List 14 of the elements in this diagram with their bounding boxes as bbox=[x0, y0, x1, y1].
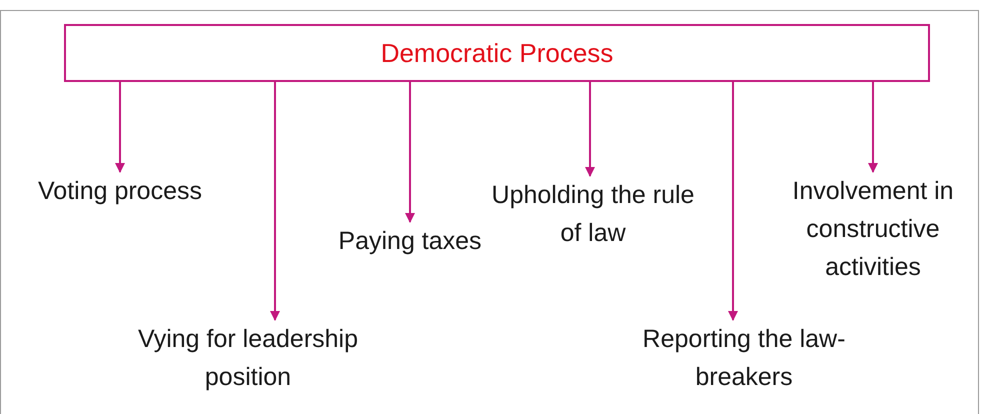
item-label: Paying taxes bbox=[338, 226, 482, 257]
arrow bbox=[728, 82, 738, 321]
arrow bbox=[585, 82, 595, 177]
arrow bbox=[270, 82, 280, 321]
item-label: Upholding the rule of law bbox=[490, 180, 696, 249]
item-label: Reporting the law-breakers bbox=[642, 324, 846, 393]
item-label: Involvement in constructive activities bbox=[791, 176, 955, 283]
item-label: Vying for leadership position bbox=[136, 324, 360, 393]
arrow bbox=[868, 82, 878, 173]
title-text: Democratic Process bbox=[380, 37, 614, 69]
item-label: Voting process bbox=[38, 176, 202, 207]
arrow bbox=[405, 82, 415, 223]
title-box bbox=[64, 24, 930, 82]
arrow bbox=[115, 82, 125, 173]
